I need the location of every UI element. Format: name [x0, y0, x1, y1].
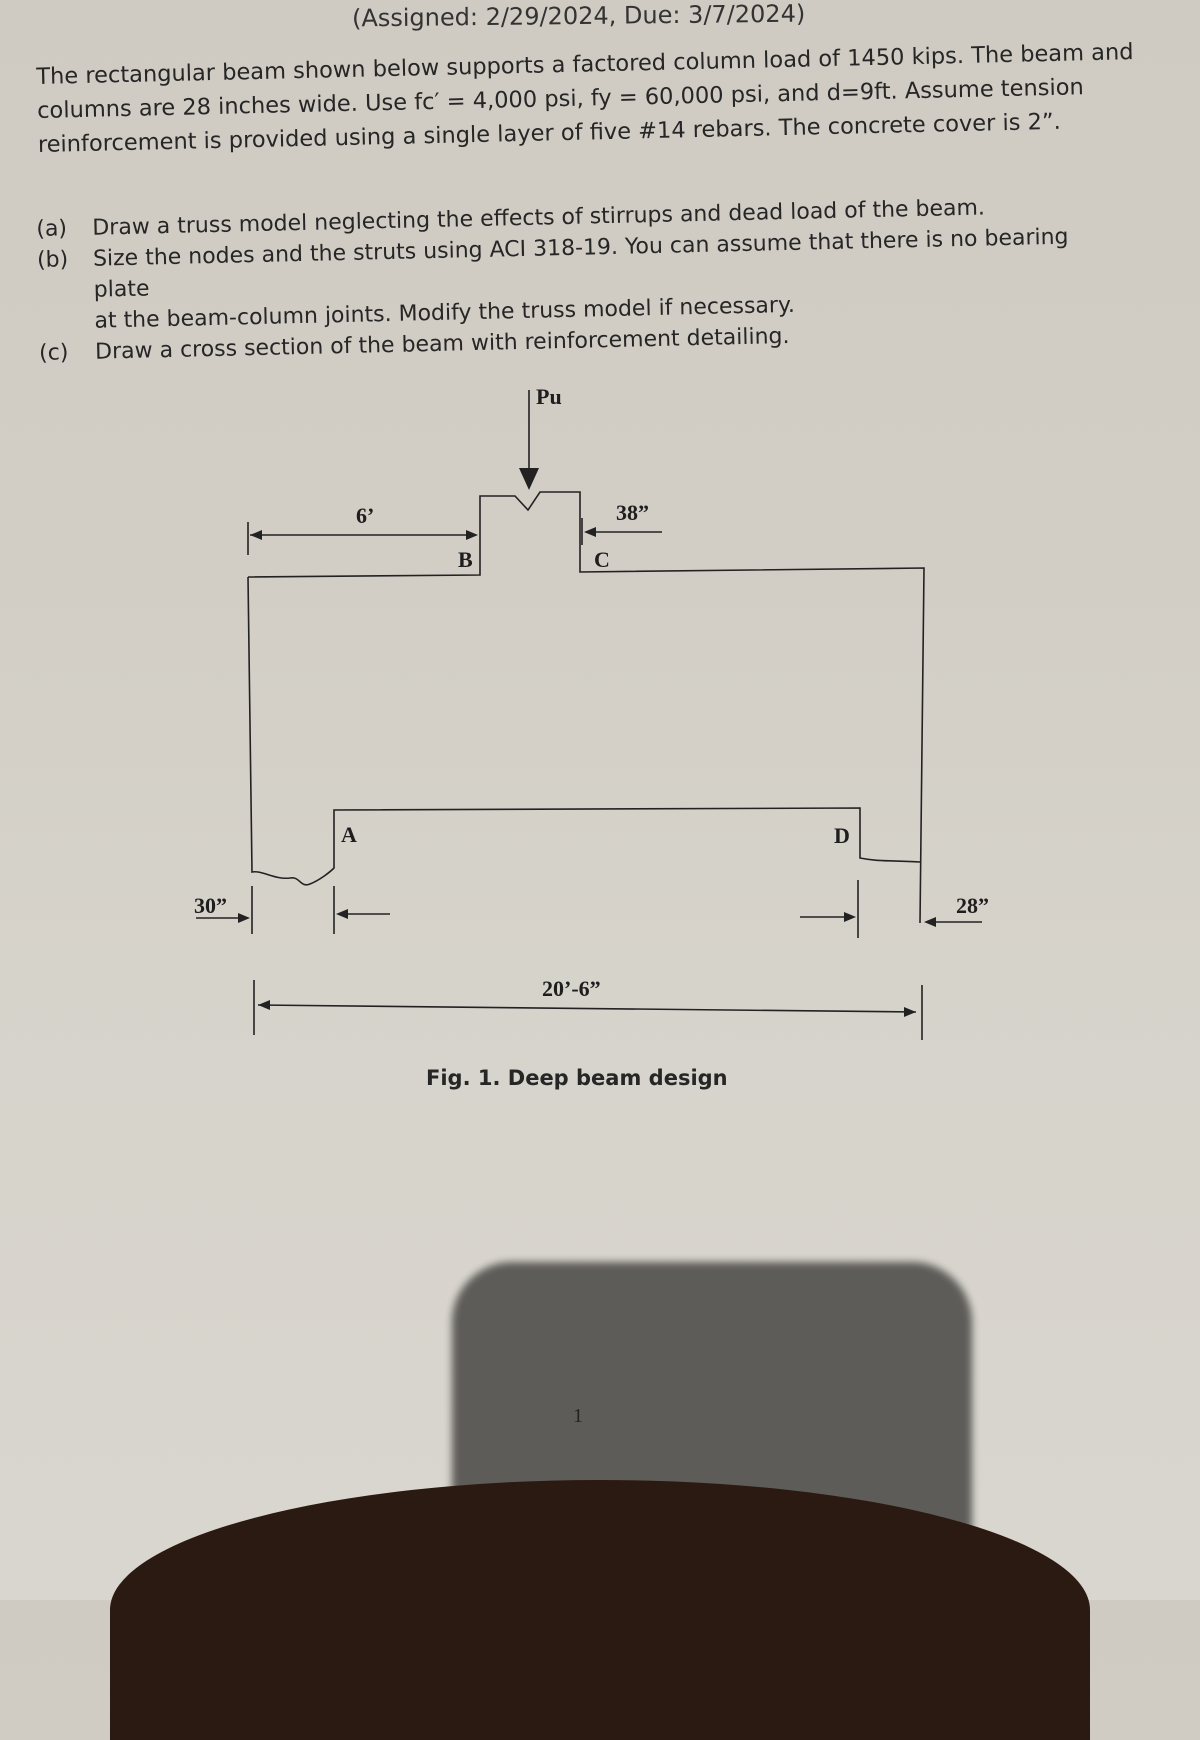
paper-sheet: (Assigned: 2/29/2024, Due: 3/7/2024) The… [36, 0, 1134, 1740]
load-label: Pu [536, 384, 562, 409]
figure-caption: Fig. 1. Deep beam design [426, 1066, 728, 1090]
dim-line-span [257, 1004, 917, 1013]
arrowhead [238, 913, 250, 923]
dim-label-28in: 28” [956, 893, 989, 918]
node-label-d: D [834, 823, 850, 848]
arrowhead [844, 912, 856, 922]
arrowhead [250, 530, 262, 540]
arrowhead [466, 530, 478, 540]
load-arrowhead [519, 468, 539, 490]
page-number: 1 [573, 1405, 583, 1427]
finger-occlusion [110, 1480, 1090, 1740]
arrowhead [904, 1007, 916, 1017]
node-label-b: B [458, 547, 473, 572]
deep-beam-figure: Pu 6’ 38” B C A D 30” 28” 20’-6” [194, 384, 989, 1040]
arrowhead [584, 527, 596, 537]
beam-outline [247, 491, 925, 924]
dim-label-span: 20’-6” [542, 976, 601, 1001]
node-label-a: A [341, 822, 357, 847]
dim-label-6ft: 6’ [356, 503, 374, 528]
arrowhead [924, 917, 936, 927]
node-label-c: C [594, 547, 610, 572]
arrowhead [258, 1000, 270, 1010]
dim-label-30in: 30” [194, 893, 227, 918]
arrowhead [336, 909, 348, 919]
dim-label-38in: 38” [616, 500, 649, 525]
